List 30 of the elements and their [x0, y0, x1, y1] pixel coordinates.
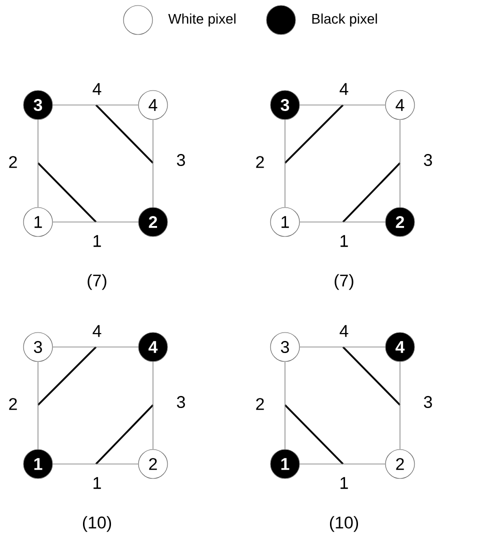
- side-number: 2: [256, 156, 264, 168]
- side-number: 1: [340, 235, 348, 247]
- panel-caption: (7): [334, 274, 354, 290]
- grid-line: [284, 119, 286, 208]
- grid-line: [52, 346, 139, 348]
- side-number: 4: [340, 83, 348, 95]
- side-number: 2: [9, 156, 17, 168]
- side-number: 4: [340, 325, 348, 337]
- side-number: 1: [94, 235, 101, 247]
- side-number: 3: [176, 396, 185, 408]
- side-number: 3: [176, 154, 185, 166]
- grid-line: [299, 346, 386, 348]
- side-number: 4: [92, 83, 102, 95]
- legend-label: Black pixel: [312, 14, 377, 26]
- panel-caption: (10): [330, 516, 358, 532]
- grid-line: [152, 119, 154, 208]
- side-number: 1: [94, 477, 101, 489]
- panel-caption: (10): [82, 516, 111, 532]
- side-number: 2: [256, 398, 264, 410]
- grid-line: [299, 104, 386, 106]
- grid-line: [152, 361, 154, 450]
- side-number: 4: [92, 325, 102, 337]
- side-number: 2: [9, 398, 17, 410]
- side-number: 3: [424, 154, 432, 166]
- grid-line: [52, 104, 139, 106]
- grid-line: [284, 361, 286, 450]
- side-number: 1: [340, 477, 348, 489]
- legend-label: White pixel: [168, 14, 236, 26]
- panel-caption: (7): [88, 274, 106, 290]
- side-number: 3: [424, 396, 432, 408]
